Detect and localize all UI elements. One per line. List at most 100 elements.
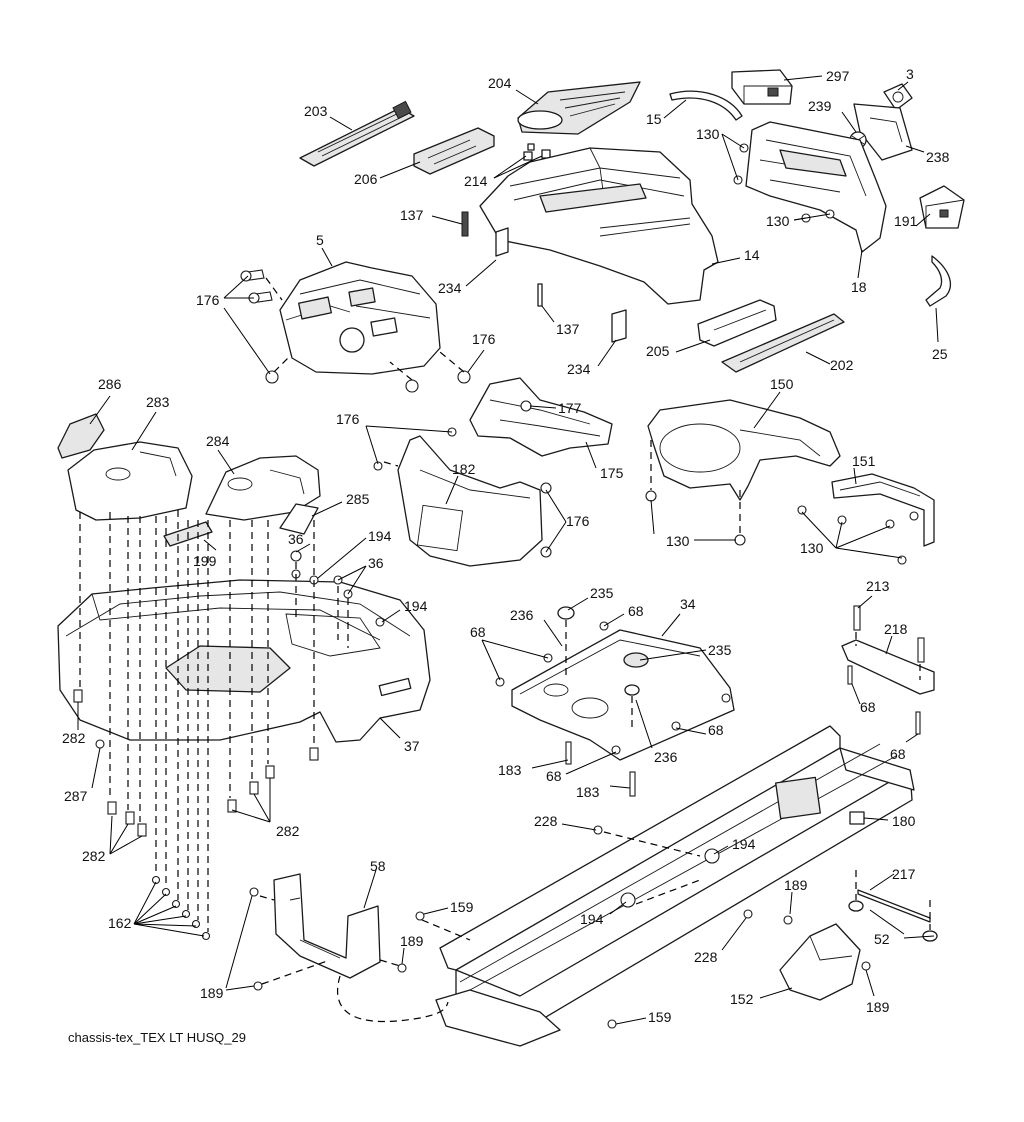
part-14-hood bbox=[479, 147, 719, 305]
part-5-dash-panel bbox=[279, 261, 441, 375]
callout-14: 14 bbox=[744, 247, 760, 263]
part-151-bracket bbox=[831, 473, 935, 547]
callout-5: 5 bbox=[316, 232, 324, 248]
part-282-clips bbox=[73, 689, 319, 837]
callout-284: 284 bbox=[206, 433, 230, 449]
part-191-bracket bbox=[919, 185, 965, 229]
part-283-fender-cover-left bbox=[67, 441, 193, 521]
callout-182: 182 bbox=[452, 461, 476, 477]
callout-137: 137 bbox=[556, 321, 580, 337]
callout-228: 228 bbox=[694, 949, 718, 965]
callout-203: 203 bbox=[304, 103, 328, 119]
callout-297: 297 bbox=[826, 68, 850, 84]
callout-238: 238 bbox=[926, 149, 950, 165]
callout-152: 152 bbox=[730, 991, 754, 1007]
leader-lines bbox=[77, 75, 939, 1025]
callout-282: 282 bbox=[276, 823, 300, 839]
callout-214: 214 bbox=[464, 173, 488, 189]
callout-191: 191 bbox=[894, 213, 918, 229]
part-58-bracket bbox=[273, 873, 381, 979]
callout-151: 151 bbox=[852, 453, 876, 469]
callout-234: 234 bbox=[438, 280, 462, 296]
part-206-filter bbox=[413, 127, 495, 175]
part-297-cap bbox=[731, 69, 793, 105]
part-183-bolts bbox=[565, 741, 636, 797]
callout-68: 68 bbox=[708, 722, 724, 738]
callout-130: 130 bbox=[666, 533, 690, 549]
callout-282: 282 bbox=[62, 730, 86, 746]
callout-159: 159 bbox=[648, 1009, 672, 1025]
part-152-shield bbox=[779, 923, 861, 1001]
callout-25: 25 bbox=[932, 346, 948, 362]
callout-175: 175 bbox=[600, 465, 624, 481]
part-287-screw bbox=[95, 739, 105, 749]
callout-239: 239 bbox=[808, 98, 832, 114]
callout-189: 189 bbox=[784, 877, 808, 893]
part-68-bolts-plate bbox=[495, 621, 731, 755]
part-175-mid-bracket bbox=[469, 377, 613, 457]
part-150-fender-pan bbox=[647, 399, 841, 501]
part-18-front-hood bbox=[745, 121, 887, 253]
callout-150: 150 bbox=[770, 376, 794, 392]
callout-137: 137 bbox=[400, 207, 424, 223]
callout-194: 194 bbox=[580, 911, 604, 927]
callout-176: 176 bbox=[472, 331, 496, 347]
part-286-cap bbox=[57, 413, 105, 459]
callout-217: 217 bbox=[892, 866, 916, 882]
callout-205: 205 bbox=[646, 343, 670, 359]
callout-194: 194 bbox=[368, 528, 392, 544]
callout-52: 52 bbox=[874, 931, 890, 947]
part-214-clips bbox=[523, 143, 551, 161]
callout-206: 206 bbox=[354, 171, 378, 187]
part-68-bolts-bracket bbox=[847, 665, 921, 735]
callout-228: 228 bbox=[534, 813, 558, 829]
callout-189: 189 bbox=[200, 985, 224, 1001]
part-285-handle bbox=[279, 503, 319, 535]
callout-36: 36 bbox=[368, 555, 384, 571]
part-176-bolt-set-dash bbox=[240, 269, 471, 393]
part-234-pad-lower bbox=[611, 309, 627, 343]
part-238-headlight-housing bbox=[853, 103, 913, 161]
part-217-rod bbox=[857, 889, 931, 923]
part-34-mount-plate bbox=[511, 629, 735, 761]
part-284-fender-cover-right bbox=[205, 455, 321, 521]
part-177-screw bbox=[520, 400, 532, 412]
callout-34: 34 bbox=[680, 596, 696, 612]
callout-213: 213 bbox=[866, 578, 890, 594]
callout-183: 183 bbox=[576, 784, 600, 800]
callout-130: 130 bbox=[696, 126, 720, 142]
callout-236: 236 bbox=[510, 607, 534, 623]
part-203-grille-strip bbox=[299, 100, 415, 167]
part-3-emblem bbox=[883, 83, 913, 111]
callout-58: 58 bbox=[370, 858, 386, 874]
part-130-screws-bracket bbox=[797, 505, 919, 565]
callout-218: 218 bbox=[884, 621, 908, 637]
part-202-step-grille bbox=[721, 313, 845, 373]
diagram-caption: chassis-tex_TEX LT HUSQ_29 bbox=[68, 1030, 246, 1045]
callout-283: 283 bbox=[146, 394, 170, 410]
part-15-trim-strip bbox=[669, 90, 743, 121]
part-159-bolts bbox=[415, 911, 617, 1029]
callout-36: 36 bbox=[288, 531, 304, 547]
part-182-seat-pan bbox=[397, 435, 543, 567]
callout-234: 234 bbox=[567, 361, 591, 377]
part-162-screws bbox=[151, 875, 211, 941]
callout-235: 235 bbox=[708, 642, 732, 658]
part-25-strap bbox=[925, 255, 951, 307]
part-228-bolts bbox=[593, 825, 753, 919]
callout-68: 68 bbox=[470, 624, 486, 640]
part-235-bushings bbox=[557, 606, 640, 696]
alignment-lines bbox=[79, 277, 931, 1023]
callout-282: 282 bbox=[82, 848, 106, 864]
callout-177: 177 bbox=[558, 400, 582, 416]
callout-18: 18 bbox=[851, 279, 867, 295]
callout-159: 159 bbox=[450, 899, 474, 915]
callout-176: 176 bbox=[566, 513, 590, 529]
callout-68: 68 bbox=[546, 768, 562, 784]
part-130-screws-front bbox=[733, 143, 835, 223]
callout-286: 286 bbox=[98, 376, 122, 392]
callout-130: 130 bbox=[800, 540, 824, 556]
callout-199: 199 bbox=[193, 553, 217, 569]
part-130-screws-pan bbox=[645, 490, 746, 546]
